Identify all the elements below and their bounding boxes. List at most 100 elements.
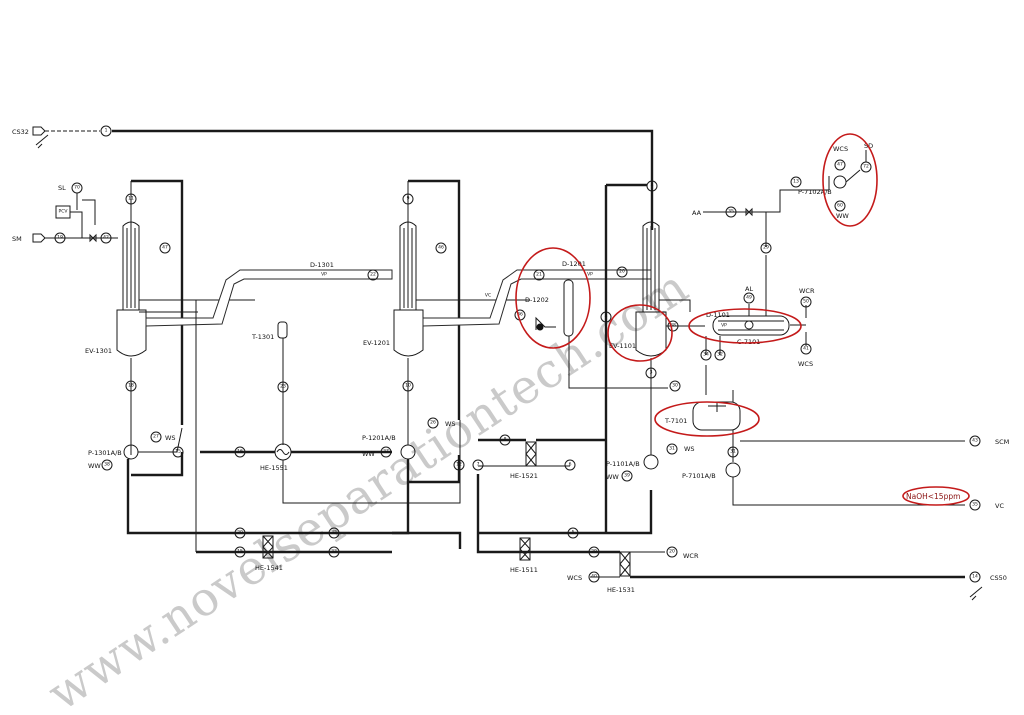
- instrument-bubble: 10: [402, 380, 414, 392]
- instrument-bubble: 20: [234, 527, 246, 539]
- t1301-vessel: [277, 321, 288, 339]
- svg-text:38: 38: [104, 462, 110, 468]
- svg-text:35: 35: [972, 502, 978, 508]
- svg-text:38: 38: [670, 323, 676, 329]
- instrument-bubble: 70: [71, 182, 83, 194]
- p1301-out: [138, 427, 183, 453]
- instrument-bubble: 5: [567, 527, 579, 539]
- p-1101: P-1101A/B WS WW: [606, 445, 695, 481]
- c7101-label: C-7101: [737, 338, 760, 346]
- instrument-bubble: 33: [328, 546, 340, 558]
- vp-duct-1301: D-1301 VP: [145, 261, 393, 327]
- instrument-bubble: 7: [472, 459, 484, 471]
- instrument-bubble: 16: [234, 446, 246, 458]
- highlight-c7101: [688, 308, 802, 344]
- instrument-bubble: 39: [621, 470, 633, 482]
- instrument-bubble: 60: [834, 200, 846, 212]
- p1301-label: P-1301A/B: [88, 449, 122, 457]
- svg-text:19: 19: [57, 235, 63, 241]
- instrument-bubble: 40: [588, 571, 600, 583]
- t1301-label: T-1301: [251, 333, 274, 341]
- svg-text:31: 31: [730, 449, 736, 455]
- cs32-main-line: [112, 129, 654, 225]
- instrument-bubble: 20: [666, 546, 678, 558]
- svg-text:10: 10: [405, 383, 411, 389]
- ev1301-tube-bundle: [122, 221, 140, 311]
- svg-text:14: 14: [972, 574, 978, 580]
- naoh-annotation: NaOH<15ppm: [906, 492, 960, 501]
- ww-label-1201: WW: [362, 450, 375, 458]
- instrument-bubble: 27: [150, 431, 162, 443]
- svg-text:11: 11: [128, 196, 134, 202]
- wcr-label-7101: WCR: [799, 287, 815, 295]
- instrument-bubble: 22: [367, 269, 379, 281]
- t-7101: T-7101 SCM P-7101A/B VC NaOH<15ppm: [664, 390, 1009, 510]
- scm-label: SCM: [995, 438, 1009, 446]
- al-label: AL: [745, 285, 753, 293]
- svg-text:47: 47: [162, 245, 168, 251]
- instrument-bubble: 20: [616, 266, 628, 278]
- instrument-bubble: 30: [669, 380, 681, 392]
- p7101-label: P-7101A/B: [682, 472, 716, 480]
- ev1301-vapor-line: [131, 179, 184, 425]
- wcs-label-7101: WCS: [798, 360, 813, 368]
- instrument-bubble: 15: [172, 446, 184, 458]
- ev1301-separator: [116, 309, 147, 357]
- he1521-box: [525, 441, 537, 467]
- svg-text:50: 50: [803, 299, 809, 305]
- svg-text:4: 4: [651, 183, 654, 189]
- p1101-pump: [643, 454, 659, 470]
- he1541-label: HE-1541: [255, 564, 283, 572]
- svg-text:33: 33: [331, 549, 337, 555]
- instrument-bubble: 3: [645, 367, 657, 379]
- c7101-feed: [659, 299, 705, 327]
- he1511-cross: [519, 537, 531, 561]
- p1301-discharge: [126, 459, 462, 549]
- p1201-discharge: [392, 459, 410, 535]
- instrument-bubble: 26: [427, 417, 439, 429]
- p1201-recycle: [408, 455, 461, 484]
- ev1101-label: EV-1101: [609, 342, 636, 350]
- svg-text:72: 72: [863, 164, 869, 170]
- pcv-lines: [70, 199, 96, 238]
- svg-text:23: 23: [280, 384, 286, 390]
- svg-text:30: 30: [672, 383, 678, 389]
- svg-text:6: 6: [569, 462, 572, 468]
- instrument-bubble: 41: [800, 343, 812, 355]
- p7102-lines: [845, 150, 867, 183]
- he1531-lines: [590, 551, 665, 578]
- watermark: www.novelseparationtech.com: [38, 259, 698, 715]
- instrument-bubble: 12: [453, 459, 465, 471]
- d1202-drain: [568, 336, 668, 389]
- he-1521: HE-1521: [478, 438, 606, 480]
- aa-label: AA: [692, 209, 702, 217]
- instrument-bubble: 38: [667, 320, 679, 332]
- p-1301: P-1301A/B WS WW: [88, 427, 462, 549]
- svg-text:26: 26: [430, 420, 436, 426]
- he1521-cross: [525, 441, 537, 467]
- svg-text:21: 21: [536, 272, 542, 278]
- instrument-bubble: 18: [125, 380, 137, 392]
- d1202-trap: [536, 323, 544, 331]
- wcs-label-1531: WCS: [567, 574, 582, 582]
- aa-line: [703, 176, 830, 213]
- instrument-bubble: 72: [860, 161, 872, 173]
- sm-arrow: [32, 233, 46, 243]
- svg-text:31: 31: [669, 446, 675, 452]
- ev1301-tubes: [126, 226, 136, 308]
- highlight-t7101: [654, 401, 760, 437]
- instrument-bubble: 21: [533, 269, 545, 281]
- svg-text:34: 34: [703, 352, 709, 358]
- vp-label-1201: VP: [587, 272, 593, 278]
- instrument-bubble: 23: [277, 381, 289, 393]
- ev1301-label: EV-1301: [85, 347, 112, 355]
- cs32-break-symbol: [35, 134, 49, 149]
- ev1101-tube-bundle: [642, 221, 660, 313]
- d1201-label: D-1201: [562, 260, 586, 268]
- ev1201-vapor-line: [408, 179, 461, 420]
- svg-text:32: 32: [331, 530, 337, 536]
- ws-label-1301: WS: [165, 434, 176, 442]
- instrument-bubble: 4: [646, 180, 658, 192]
- svg-text:43: 43: [972, 438, 978, 444]
